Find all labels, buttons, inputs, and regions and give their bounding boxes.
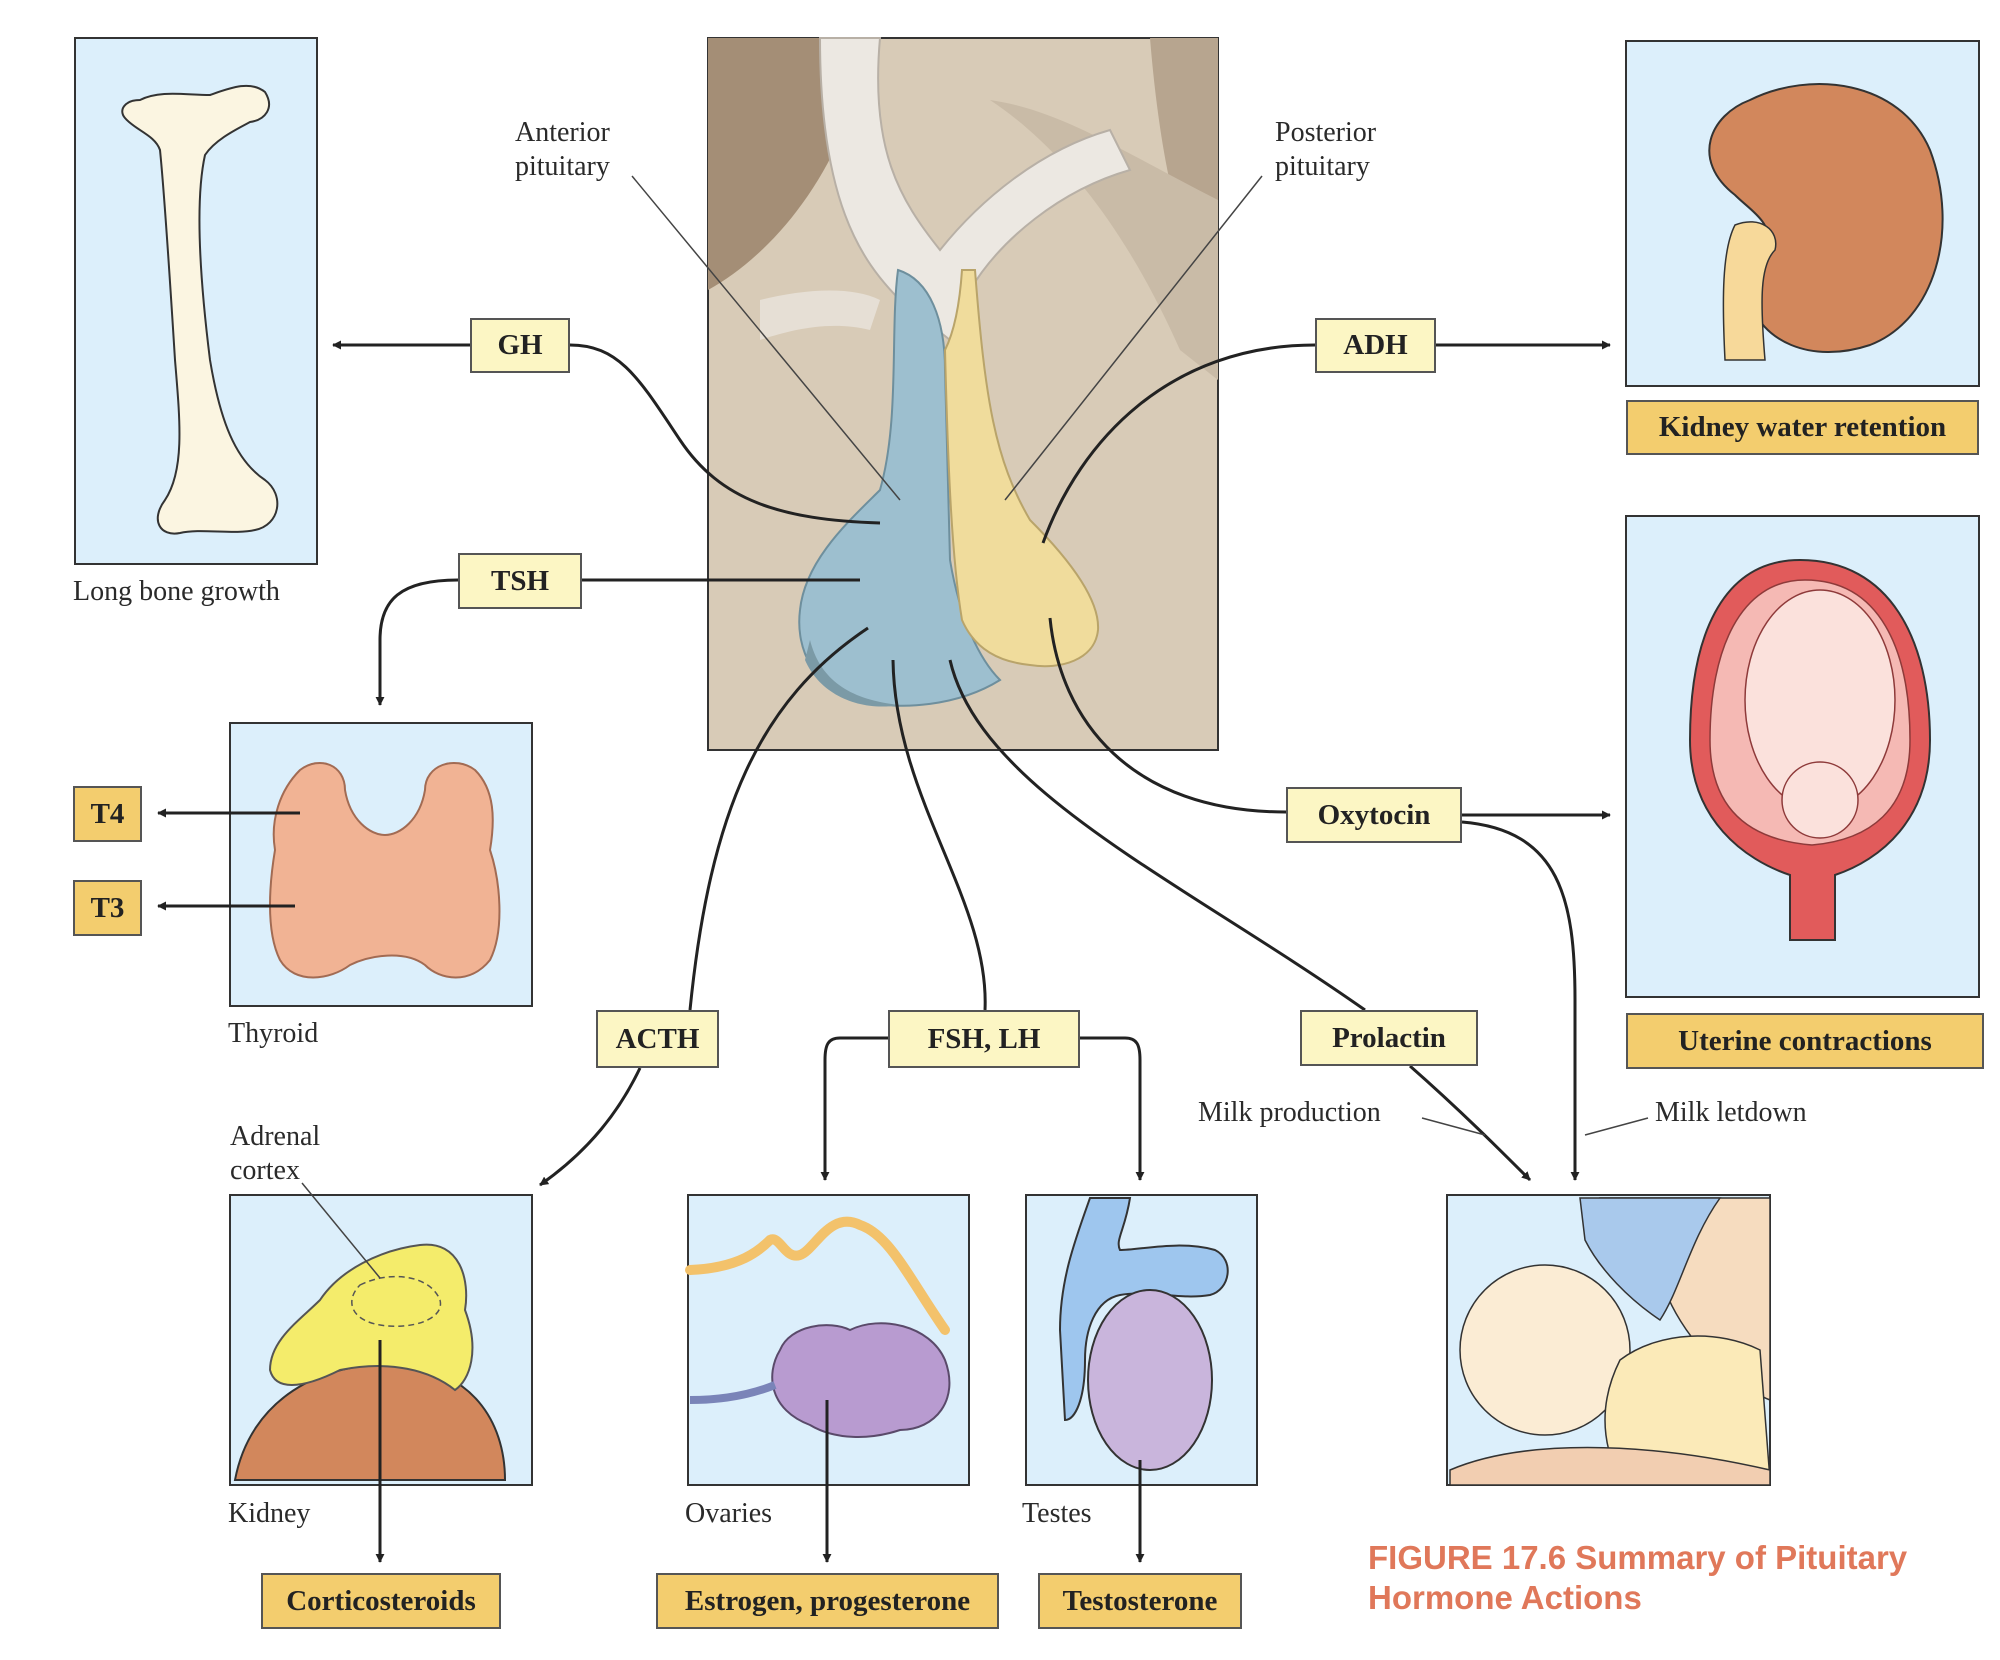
arrow-fsh-testes <box>1080 1036 1145 1181</box>
figure-caption-line1: FIGURE 17.6 Summary of Pituitary <box>1368 1539 1908 1576</box>
arrow-acth-out <box>539 1067 642 1187</box>
arrow-tsh-out <box>375 578 459 706</box>
output-kidney-water-retention: Kidney water retention <box>1626 400 1979 455</box>
posterior-pituitary-lobe <box>943 269 1100 668</box>
kidney-label: Kidney <box>228 1498 311 1529</box>
arrow-prolactin-out <box>1409 1064 1532 1182</box>
ovaries-label: Ovaries <box>685 1498 773 1529</box>
output-estrogen-progesterone: Estrogen, progesterone <box>656 1573 999 1629</box>
arrow-oxytocin-milk <box>1461 820 1580 1181</box>
connector-prolactin-in <box>948 659 1366 1012</box>
connector-gh-in <box>569 343 881 525</box>
hormone-gh: GH <box>470 318 570 373</box>
hormone-fsh-lh: FSH, LH <box>888 1010 1080 1068</box>
testes-label: Testes <box>1022 1498 1092 1529</box>
milk-production-pointer <box>1421 1117 1486 1136</box>
thyroid-panel <box>229 722 533 1007</box>
uterus-panel <box>1625 515 1980 998</box>
anterior-pituitary-label: Anterior pituitary <box>515 117 610 182</box>
hormone-tsh: TSH <box>458 553 582 609</box>
arrow-fsh-ovary <box>820 1036 888 1181</box>
output-t4: T4 <box>73 786 142 842</box>
posterior-pituitary-label: Posterior pituitary <box>1275 117 1377 182</box>
output-testosterone: Testosterone <box>1038 1573 1242 1629</box>
milk-production-label: Milk production <box>1198 1097 1381 1128</box>
adrenal-cortex-label: Adrenal cortex <box>230 1121 321 1186</box>
hormone-prolactin: Prolactin <box>1300 1010 1478 1066</box>
adrenal-cortex-pointer <box>301 1182 381 1279</box>
figure-caption-line2: Hormone Actions <box>1368 1579 1642 1616</box>
figure-caption: FIGURE 17.6 Summary of Pituitary Hormone… <box>1368 1538 1907 1618</box>
connector-fsh-in <box>891 659 987 1011</box>
connector-acth-in <box>688 626 869 1011</box>
hormone-oxytocin: Oxytocin <box>1286 787 1462 843</box>
label-pointers <box>301 1117 1649 1279</box>
nursing-panel <box>1446 1194 1771 1486</box>
output-t3: T3 <box>73 880 142 936</box>
long-bone-panel <box>74 37 318 565</box>
ovary-panel <box>685 1194 970 1486</box>
posterior-pointer-line <box>1004 175 1263 501</box>
connectors <box>157 340 1611 1563</box>
anterior-pointer-line <box>631 175 901 501</box>
kidney-panel <box>1625 40 1980 387</box>
thyroid-label: Thyroid <box>228 1018 319 1049</box>
testes-panel <box>1025 1194 1258 1486</box>
anterior-pituitary-lobe <box>798 268 1002 707</box>
milk-letdown-pointer <box>1584 1117 1649 1136</box>
long-bone-label: Long bone growth <box>73 576 280 607</box>
hormone-adh: ADH <box>1315 318 1436 373</box>
milk-letdown-label: Milk letdown <box>1655 1097 1807 1128</box>
hormone-acth: ACTH <box>596 1010 719 1068</box>
output-corticosteroids: Corticosteroids <box>261 1573 501 1629</box>
output-uterine-contractions: Uterine contractions <box>1626 1013 1984 1069</box>
connector-oxytocin-in <box>1048 617 1287 814</box>
connector-adh-in <box>1041 343 1316 544</box>
